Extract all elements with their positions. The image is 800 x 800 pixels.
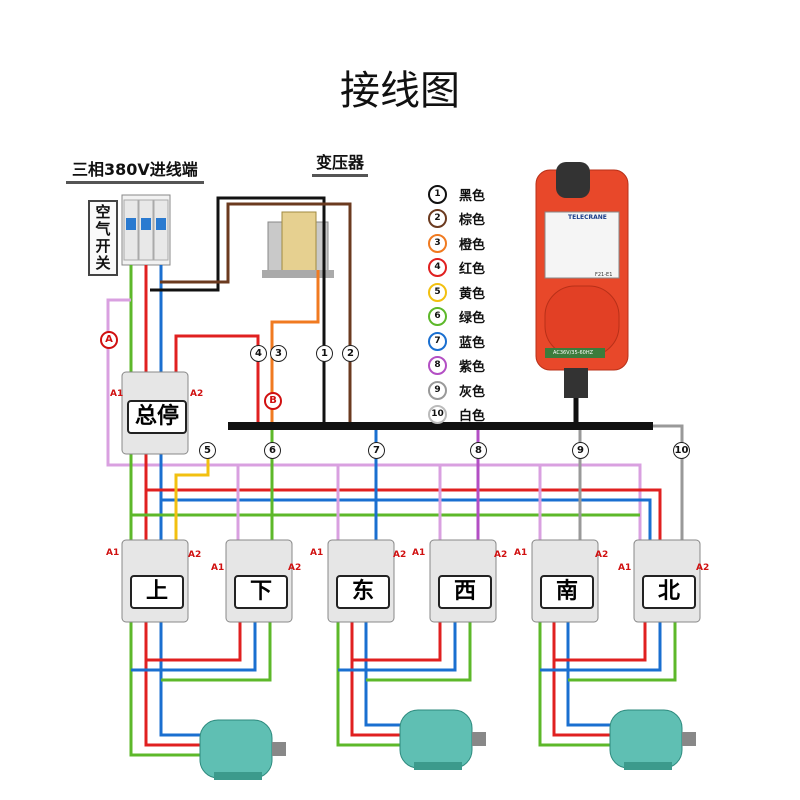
remote-brand: TELECRANE bbox=[568, 214, 607, 221]
a1-label: A1 bbox=[211, 563, 225, 573]
legend-row: 10 白色 bbox=[428, 403, 485, 428]
legend-row: 4 红色 bbox=[428, 256, 485, 281]
marker-a: A bbox=[100, 331, 118, 349]
contactor-south: 南 bbox=[540, 575, 594, 609]
a2-label: A2 bbox=[188, 550, 202, 560]
legend-color-name: 橙色 bbox=[459, 237, 486, 253]
a1-label: A1 bbox=[310, 548, 324, 558]
wire-number: 7 bbox=[368, 442, 385, 459]
incoming-power-label: 三相380V进线端 bbox=[66, 155, 204, 184]
wire-color-legend: 1 黑色 2 棕色 3 橙色 4 红色 5 黄色 6 绿色 7 蓝色 8 紫色 9 灰色 10 白色 bbox=[428, 182, 485, 427]
remote-control bbox=[535, 162, 629, 426]
wire-number: 9 bbox=[572, 442, 589, 459]
wire-number: 1 bbox=[316, 345, 333, 362]
legend-row: 6 绿色 bbox=[428, 305, 485, 330]
remote-voltage: AC36V/35-60HZ bbox=[553, 350, 594, 356]
legend-number: 6 bbox=[428, 307, 447, 327]
legend-number: 8 bbox=[428, 356, 447, 376]
contactor-down: 下 bbox=[234, 575, 288, 609]
legend-color-name: 紫色 bbox=[459, 360, 486, 376]
legend-color-name: 棕色 bbox=[459, 213, 486, 229]
a1-label: A1 bbox=[106, 548, 120, 558]
legend-number: 9 bbox=[428, 380, 447, 400]
wire-number: 4 bbox=[250, 345, 267, 362]
motor-1 bbox=[199, 719, 286, 780]
legend-row: 5 黄色 bbox=[428, 280, 485, 305]
contactor-bodies bbox=[121, 371, 701, 623]
legend-color-name: 白色 bbox=[459, 409, 486, 425]
a1-label: A1 bbox=[514, 548, 528, 558]
contactor-up: 上 bbox=[130, 575, 184, 609]
air-switch bbox=[121, 194, 171, 266]
wire-number: 8 bbox=[470, 442, 487, 459]
legend-color-name: 红色 bbox=[459, 262, 486, 278]
legend-row: 9 灰色 bbox=[428, 378, 485, 403]
contactor-main-stop: 总停 bbox=[127, 400, 187, 434]
main-wires bbox=[106, 196, 684, 545]
legend-row: 8 紫色 bbox=[428, 354, 485, 379]
wire-number: 3 bbox=[270, 345, 287, 362]
legend-row: 3 橙色 bbox=[428, 231, 485, 256]
a1-label: A1 bbox=[110, 389, 124, 399]
motor-3 bbox=[609, 709, 696, 770]
legend-row: 7 蓝色 bbox=[428, 329, 485, 354]
a2-label: A2 bbox=[696, 563, 710, 573]
page-title: 接线图 bbox=[340, 68, 460, 114]
air-switch-label: 空气开关 bbox=[88, 200, 118, 276]
legend-row: 2 棕色 bbox=[428, 207, 485, 232]
legend-number: 7 bbox=[428, 331, 447, 351]
wire-number: 10 bbox=[673, 442, 690, 459]
legend-number: 1 bbox=[428, 184, 447, 204]
a1-label: A1 bbox=[618, 563, 632, 573]
a2-label: A2 bbox=[393, 550, 407, 560]
legend-color-name: 绿色 bbox=[459, 311, 486, 327]
legend-color-name: 黑色 bbox=[459, 188, 486, 204]
legend-number: 10 bbox=[428, 405, 447, 425]
legend-color-name: 黄色 bbox=[459, 286, 486, 302]
legend-number: 2 bbox=[428, 209, 447, 229]
remote-model: F21-E1 bbox=[595, 272, 613, 278]
legend-number: 5 bbox=[428, 282, 447, 302]
a2-label: A2 bbox=[190, 389, 204, 399]
wire-number: 6 bbox=[264, 442, 281, 459]
motor-wires bbox=[129, 620, 677, 757]
wire-number: 2 bbox=[342, 345, 359, 362]
marker-b: B bbox=[264, 392, 282, 410]
contactor-west: 西 bbox=[438, 575, 492, 609]
wire-number: 5 bbox=[199, 442, 216, 459]
a2-label: A2 bbox=[494, 550, 508, 560]
motor-2 bbox=[399, 709, 486, 770]
legend-color-name: 灰色 bbox=[459, 384, 486, 400]
legend-row: 1 黑色 bbox=[428, 182, 485, 207]
a2-label: A2 bbox=[595, 550, 609, 560]
transformer bbox=[262, 211, 334, 278]
legend-color-name: 蓝色 bbox=[459, 335, 486, 351]
contactor-north: 北 bbox=[642, 575, 696, 609]
legend-number: 3 bbox=[428, 233, 447, 253]
a1-label: A1 bbox=[412, 548, 426, 558]
contactor-east: 东 bbox=[336, 575, 390, 609]
transformer-label: 变压器 bbox=[312, 148, 369, 177]
terminal-bar bbox=[228, 422, 653, 430]
a2-label: A2 bbox=[288, 563, 302, 573]
legend-number: 4 bbox=[428, 258, 447, 278]
